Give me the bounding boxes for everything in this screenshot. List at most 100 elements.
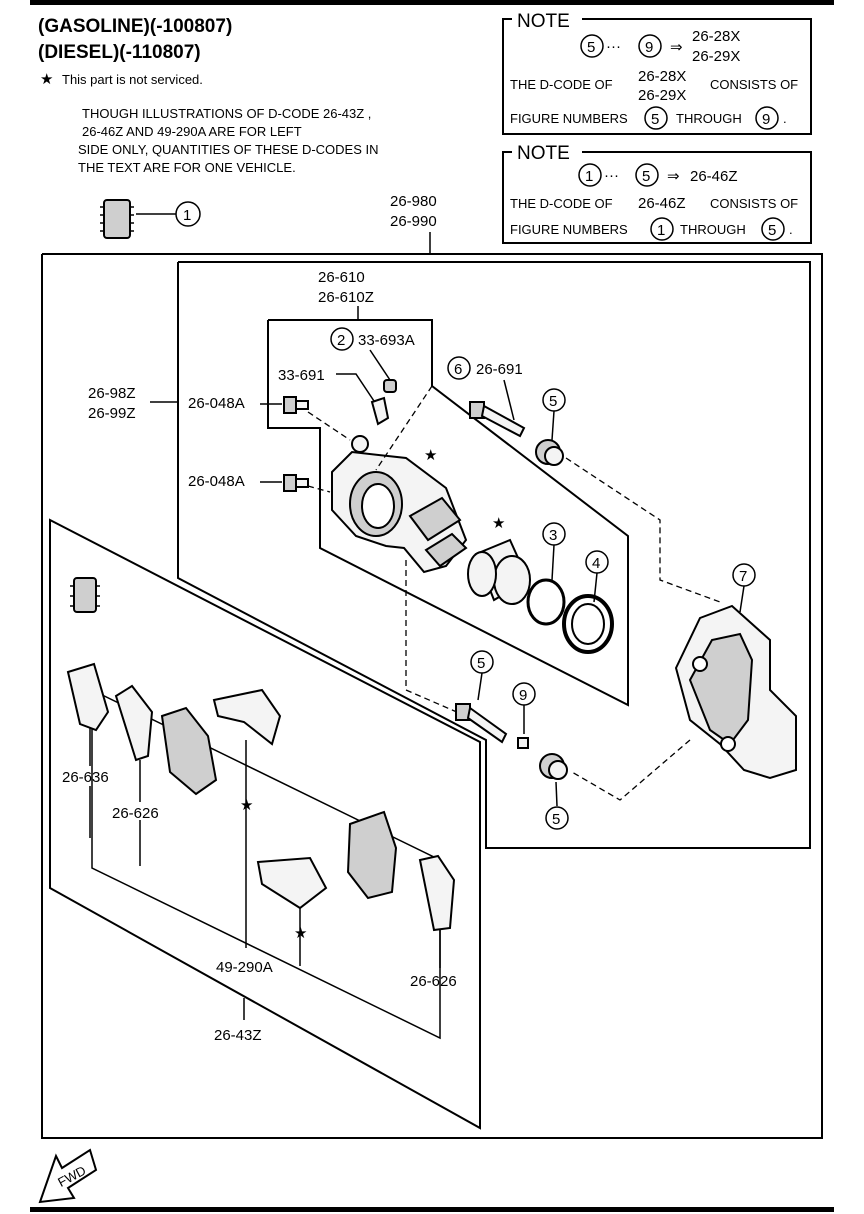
svg-text:FIGURE NUMBERS: FIGURE NUMBERS [510, 222, 628, 237]
assembly-label-a: 26-980 [390, 193, 437, 210]
star-note: This part is not serviced. [62, 72, 203, 87]
seal-part [526, 578, 566, 626]
svg-text:⇒: ⇒ [667, 168, 680, 185]
shim-inner-label: 26-626 [112, 805, 159, 822]
caliper-bracket-part [674, 604, 797, 780]
clip-lower-part [256, 856, 328, 910]
assembly-label-b: 26-990 [390, 213, 437, 230]
caliper-subframe [267, 319, 629, 707]
callout-2 [330, 327, 354, 351]
svg-text:9: 9 [519, 687, 527, 704]
svg-text:···: ··· [606, 38, 621, 55]
guide-pin-lower-part [455, 703, 508, 744]
bracket-label-b: 26-99Z [88, 405, 136, 422]
bleeder-screw-label: 33-691 [278, 367, 325, 384]
svg-text:26-46Z: 26-46Z [638, 195, 686, 212]
svg-text:.: . [783, 111, 787, 126]
outer-shim-2-part [418, 854, 456, 932]
svg-text:7: 7 [739, 568, 747, 585]
pad-kit-inner-frame [91, 688, 441, 1040]
instruction-line-3: SIDE ONLY, QUANTITIES OF THESE D-CODES I… [78, 142, 379, 157]
top-rule [30, 0, 834, 5]
brake-pad-outer-part [346, 810, 398, 900]
svg-text:THE D-CODE OF: THE D-CODE OF [510, 196, 613, 211]
header-line-1: (GASOLINE)(-100807) [38, 16, 232, 37]
caliper-star: ★ [424, 447, 437, 464]
svg-text:3: 3 [549, 527, 557, 544]
svg-text:6: 6 [454, 361, 462, 378]
dust-boot-part [562, 594, 614, 654]
bolt-lower-part [283, 474, 309, 492]
svg-text:1: 1 [657, 222, 665, 239]
instruction-line-4: THE TEXT ARE FOR ONE VEHICLE. [78, 160, 296, 175]
note2-code: 26-46Z [690, 168, 738, 185]
svg-text:5: 5 [768, 222, 776, 239]
svg-text:5: 5 [651, 111, 659, 128]
svg-text:THROUGH: THROUGH [680, 222, 746, 237]
outer-frame [41, 253, 823, 1139]
bleeder-cap-part [383, 379, 397, 393]
svg-text:THE D-CODE OF: THE D-CODE OF [510, 77, 613, 92]
svg-text:NOTE: NOTE [517, 143, 570, 164]
note1-from: 5 [587, 39, 595, 56]
clip-label: 49-290A [216, 959, 273, 976]
bolt-upper-part [283, 396, 309, 414]
svg-text:2: 2 [337, 332, 345, 349]
shim-inner-2-label: 26-626 [410, 973, 457, 990]
guide-pin-upper-part [469, 401, 526, 438]
note-box-2: NOTE 1 ··· 5 ⇒ 26-46Z THE D-CODE OF 26-4… [502, 142, 812, 244]
clip-upper-part [212, 688, 282, 746]
boot-upper-part [535, 439, 564, 466]
svg-text:4: 4 [592, 555, 600, 572]
caliper-body-part [331, 435, 468, 574]
callout-1 [175, 201, 201, 227]
svg-text:⇒: ⇒ [670, 39, 683, 56]
svg-text:.: . [789, 222, 793, 237]
bleeder-screw-part [370, 396, 390, 426]
boot-lower-part [539, 753, 568, 780]
svg-text:1: 1 [183, 207, 191, 224]
bolt-label-2: 26-048A [188, 473, 245, 490]
outer-shim-part [66, 662, 110, 732]
pad-kit-label: 26-43Z [214, 1027, 262, 1044]
bushing-part [517, 737, 529, 749]
caliper-frame [177, 261, 811, 849]
star-symbol: ★ [40, 71, 53, 88]
svg-text:26-28X: 26-28X [638, 68, 686, 85]
bottom-rule [30, 1207, 834, 1212]
caliper-label-b: 26-610Z [318, 289, 374, 306]
svg-text:26-29X: 26-29X [638, 87, 686, 104]
note1-code-1: 26-28X [692, 28, 740, 45]
pad-kit-frame [49, 518, 481, 1130]
instruction-line-1: THOUGH ILLUSTRATIONS OF D-CODE 26-43Z , [82, 106, 371, 121]
note-box-1: NOTE 5 ··· 9 ⇒ 26-28X 26-29X THE D-CODE … [502, 10, 812, 135]
header-line-2: (DIESEL)(-110807) [38, 42, 201, 63]
fwd-arrow-icon: FWD [38, 1148, 98, 1204]
piston-part [467, 538, 531, 605]
svg-text:1: 1 [585, 168, 593, 185]
note1-code-2: 26-29X [692, 48, 740, 65]
bracket-label-a: 26-98Z [88, 385, 136, 402]
brake-pad-inner-part [160, 706, 218, 796]
svg-text:NOTE: NOTE [517, 11, 570, 32]
shim-outer-label: 26-636 [62, 769, 109, 786]
piston-star: ★ [492, 515, 505, 532]
bolt-label-1: 26-048A [188, 395, 245, 412]
svg-text:5: 5 [552, 811, 560, 828]
guide-pin-label: 26-691 [476, 361, 523, 378]
svg-text:FIGURE NUMBERS: FIGURE NUMBERS [510, 111, 628, 126]
callout-6 [447, 356, 471, 380]
caliper-label-a: 26-610 [318, 269, 365, 286]
note1-to: 9 [645, 39, 653, 56]
svg-text:9: 9 [762, 111, 770, 128]
svg-text:5: 5 [642, 168, 650, 185]
svg-text:···: ··· [604, 167, 619, 184]
grease-packet-icon [100, 199, 134, 239]
instruction-line-2: 26-46Z AND 49-290A ARE FOR LEFT [82, 124, 302, 139]
bleeder-cap-label: 33-693A [358, 332, 415, 349]
svg-text:CONSISTS OF: CONSISTS OF [710, 196, 798, 211]
svg-text:THROUGH: THROUGH [676, 111, 742, 126]
svg-text:CONSISTS OF: CONSISTS OF [710, 77, 798, 92]
pad-kit-grease-packet-icon [70, 577, 100, 613]
